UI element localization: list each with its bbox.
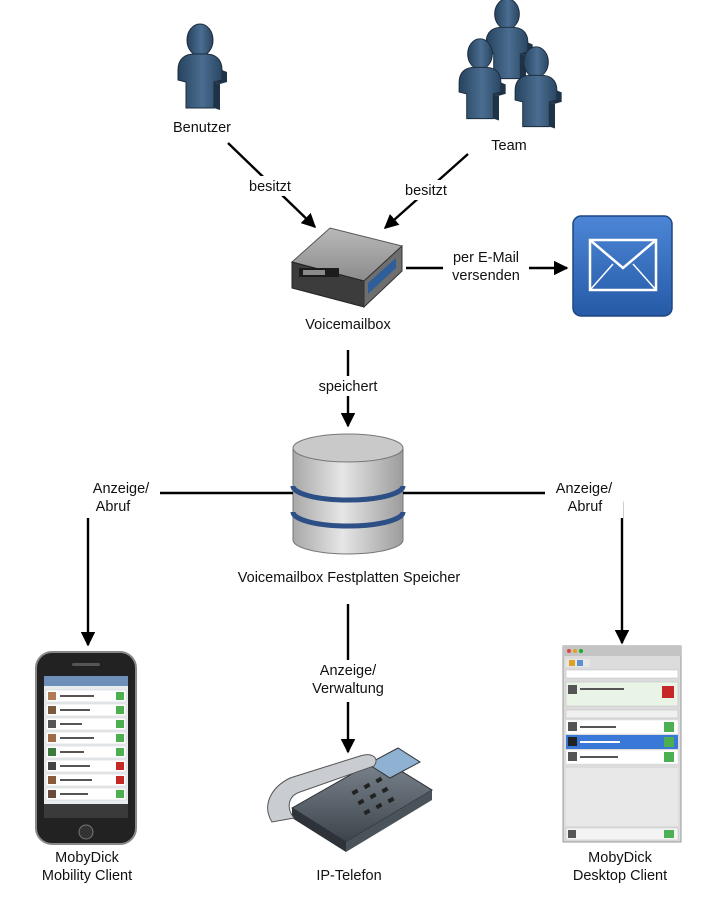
mobile-label-1: MobyDick xyxy=(55,850,119,866)
smartphone-icon xyxy=(35,651,137,845)
edge-left-label-1: Anzeige/ xyxy=(93,481,150,497)
edge-manage-label-1: Anzeige/ xyxy=(320,663,377,679)
edge-manage-label-2: Verwaltung xyxy=(312,681,384,697)
edge-stores-label: speichert xyxy=(319,379,378,395)
edge-user-owns-label: besitzt xyxy=(249,179,291,195)
desktop-label-1: MobyDick xyxy=(588,850,652,866)
phone-label: IP-Telefon xyxy=(316,868,381,884)
edge-right-label-2: Abruf xyxy=(568,499,604,515)
email-node xyxy=(572,215,673,317)
mobile-label-2: Mobility Client xyxy=(42,868,132,884)
voicemail-device-icon xyxy=(290,227,404,309)
desktop-label-2: Desktop Client xyxy=(573,868,667,884)
edge-email-label-1: per E-Mail xyxy=(453,250,519,266)
voicemailbox-label: Voicemailbox xyxy=(305,317,391,333)
database-icon xyxy=(290,433,406,555)
mobile-node: MobyDick Mobility Client xyxy=(35,651,137,884)
team-node: Team xyxy=(458,0,563,154)
desktop-app-icon xyxy=(562,645,682,843)
edge-team-owns-label: besitzt xyxy=(405,183,447,199)
mobile-contact-list xyxy=(45,689,127,801)
team-label: Team xyxy=(491,138,526,154)
storage-node: Voicemailbox Festplatten Speicher xyxy=(238,433,461,586)
user-label: Benutzer xyxy=(173,120,231,136)
edge-email-label-2: versenden xyxy=(452,268,520,284)
desktop-node: MobyDick Desktop Client xyxy=(562,645,682,884)
voicemailbox-node: Voicemailbox xyxy=(290,227,404,333)
desk-phone-icon xyxy=(267,747,433,852)
person-icon xyxy=(177,23,228,111)
user-node: Benutzer xyxy=(173,23,231,136)
phone-node: IP-Telefon xyxy=(267,747,433,884)
storage-label: Voicemailbox Festplatten Speicher xyxy=(238,570,461,586)
envelope-icon xyxy=(572,215,673,317)
edge-right-label-1: Anzeige/ xyxy=(556,481,613,497)
edge-left-label-2: Abruf xyxy=(96,499,132,515)
group-icon xyxy=(458,0,563,129)
